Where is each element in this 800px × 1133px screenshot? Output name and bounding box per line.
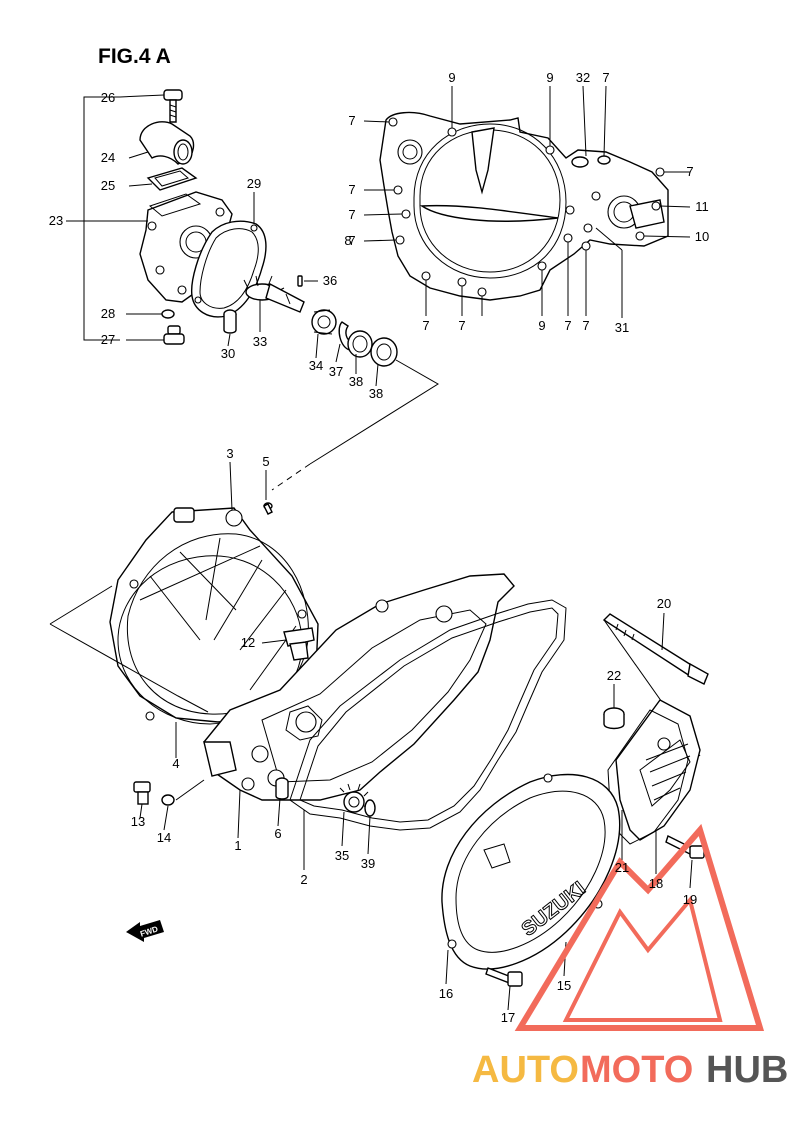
callout-label: 18	[649, 876, 663, 891]
sprocket-cover-18	[615, 699, 701, 841]
callout-label: 9	[546, 70, 553, 85]
callout-label: 36	[323, 273, 337, 288]
bolt-13	[133, 781, 151, 805]
callout-label: 2	[300, 872, 307, 887]
callout-label: 7	[602, 70, 609, 85]
bolt-17	[485, 967, 523, 987]
fwd-arrow-icon: FWD	[126, 920, 164, 942]
callout-label: 24	[101, 150, 115, 165]
callout-label: 12	[241, 635, 255, 650]
callout-label: 35	[335, 848, 349, 863]
callout-label: 7	[348, 233, 355, 248]
callout-label: 9	[448, 70, 455, 85]
washer-39	[364, 799, 376, 817]
oil-seal-34	[311, 309, 337, 335]
impeller-shaft-33	[243, 275, 305, 313]
crankcase-gasket-2	[289, 599, 567, 831]
callout-label: 7	[686, 164, 693, 179]
callout-label: 20	[657, 596, 671, 611]
callout-label: 7	[348, 113, 355, 128]
callout-label: 5	[262, 454, 269, 469]
watermark-text-moto: MOTO	[580, 1049, 693, 1091]
bearing-38b	[370, 337, 398, 367]
callout-label: 29	[247, 176, 261, 191]
callout-label: 38	[349, 374, 363, 389]
callout-label: 23	[49, 213, 63, 228]
callout-label: 11	[695, 199, 709, 214]
callout-label: 38	[369, 386, 383, 401]
dowel-pin-5	[263, 502, 273, 515]
callout-label: 39	[361, 856, 375, 871]
bolt-26	[163, 89, 183, 123]
callout-label: 3	[226, 446, 233, 461]
callout-label: 1	[234, 838, 241, 853]
water-pump-group	[66, 89, 439, 491]
callout-label: 13	[131, 814, 145, 829]
callout-label: 15	[557, 978, 571, 993]
callout-label: 7	[564, 318, 571, 333]
watermark-text-auto: AUTO	[472, 1049, 579, 1091]
callout-label: 37	[329, 364, 343, 379]
callout-label: 27	[101, 332, 115, 347]
callout-label: 25	[101, 178, 115, 193]
gear-35	[339, 783, 371, 813]
callout-label: 30	[221, 346, 235, 361]
callout-label: 19	[683, 892, 697, 907]
callout-label: 7	[348, 207, 355, 222]
pin-36	[297, 275, 303, 287]
gasket-25	[146, 167, 198, 191]
callout-label: 9	[538, 318, 545, 333]
callout-label: 8	[344, 233, 351, 248]
stud-bolt-20	[602, 613, 709, 685]
callout-label: 33	[253, 334, 267, 349]
callout-label: 26	[101, 90, 115, 105]
callout-label: 17	[501, 1010, 515, 1025]
callout-label: 31	[615, 320, 629, 335]
washer-28	[161, 309, 175, 319]
callout-label: 14	[157, 830, 171, 845]
callout-label: 7	[422, 318, 429, 333]
callout-label: 7	[582, 318, 589, 333]
collar-30	[223, 309, 237, 334]
watermark-text-hub: HUB	[706, 1049, 788, 1091]
clutch-cover-group	[363, 85, 691, 318]
magneto-cover-15: SUZUKI	[441, 773, 621, 970]
watermark-logo: AUTO MOTO HUB	[472, 823, 788, 1091]
crankcase-group: SUZUKI	[49, 461, 709, 1011]
bearing-38a	[347, 330, 373, 358]
collar-22	[603, 707, 625, 730]
oil-filler-cap-12	[283, 627, 315, 661]
callout-label: 21	[615, 860, 629, 875]
callout-label: 32	[576, 70, 590, 85]
callout-label: 7	[348, 182, 355, 197]
bolt-27	[163, 325, 185, 345]
callout-label: 22	[607, 668, 621, 683]
washer-14	[161, 794, 175, 806]
callout-label: 16	[439, 986, 453, 1001]
dowel-pin-6	[275, 777, 289, 800]
callout-label: 7	[458, 318, 465, 333]
figure-title: FIG.4 A	[98, 45, 171, 68]
callout-label: 6	[274, 826, 281, 841]
water-outlet-elbow-24	[139, 121, 195, 165]
callout-label: 28	[101, 306, 115, 321]
callout-label: 34	[309, 358, 323, 373]
callout-label: 10	[695, 229, 709, 244]
callout-label: 4	[172, 756, 179, 771]
